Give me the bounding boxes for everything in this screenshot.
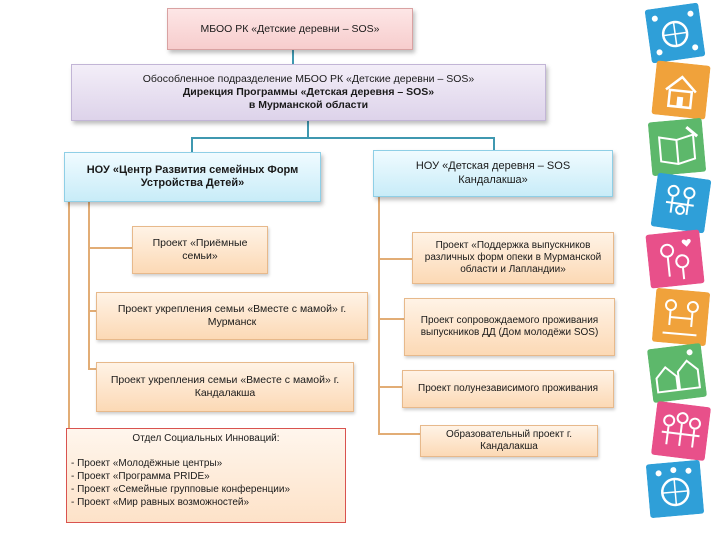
left-project-2-label: Проект укрепления семьи «Вместе с мамой»… (117, 303, 347, 328)
village-icon (647, 343, 707, 403)
connector-branch-down (307, 120, 309, 138)
house-icon (651, 60, 711, 120)
branch-line-2: Дирекция Программы «Детская деревня – SO… (182, 86, 435, 99)
connector-left-branch-3 (88, 368, 96, 370)
left-head-box: НОУ «Центр Развития семейных Форм Устрой… (64, 152, 321, 202)
connector-left-vertical-outer (68, 202, 70, 432)
left-project-1-label: Проект «Приёмные семьи» (152, 237, 248, 262)
social-innovations-department: Отдел Социальных Инноваций: Проект «Моло… (66, 428, 346, 523)
children-hearts-icon (645, 229, 705, 289)
right-head-label: НОУ «Детская деревня – SOS Кандалакша» (415, 160, 571, 186)
kids-play-icon (651, 287, 711, 347)
connector-top (292, 49, 294, 64)
book-pen-icon (647, 117, 707, 177)
connector-left-branch-2 (88, 310, 96, 312)
connector-right-branch-2 (378, 318, 404, 320)
left-head-label: НОУ «Центр Развития семейных Форм Устрой… (86, 163, 299, 189)
branch-line-3: в Мурманской области (248, 98, 369, 111)
top-box: МБОО РК «Детские деревни – SOS» (167, 8, 413, 50)
connector-left-drop (191, 137, 193, 153)
department-item: Проект «Молодёжные центры» (71, 457, 341, 470)
connector-right-branch-1 (378, 258, 412, 260)
department-item: Проект «Программа PRIDE» (71, 470, 341, 483)
connector-right-vertical (378, 197, 380, 435)
left-project-2: Проект укрепления семьи «Вместе с мамой»… (96, 292, 368, 340)
left-project-1: Проект «Приёмные семьи» (132, 226, 268, 274)
right-project-2-label: Проект сопровождаемого проживания выпуск… (420, 314, 599, 338)
connector-right-drop (493, 137, 495, 151)
right-project-4-label: Образовательный проект г. Кандалакша (445, 428, 573, 452)
right-project-2: Проект сопровождаемого проживания выпуск… (404, 298, 615, 356)
right-project-3: Проект полунезависимого проживания (402, 370, 614, 408)
right-project-1: Проект «Поддержка выпускников различных … (412, 232, 614, 284)
family-icon (650, 172, 712, 234)
department-list: Проект «Молодёжные центры» Проект «Прогр… (71, 457, 341, 509)
connector-horizontal (191, 137, 495, 139)
left-project-3: Проект укрепления семьи «Вместе с мамой»… (96, 362, 354, 412)
connector-left-vertical-inner (88, 202, 90, 370)
left-project-3-label: Проект укрепления семьи «Вместе с мамой»… (110, 374, 340, 399)
department-title: Отдел Социальных Инноваций: (132, 433, 280, 444)
connector-right-branch-3 (378, 386, 402, 388)
decorative-strip (640, 0, 720, 540)
department-item: Проект «Мир равных возможностей» (71, 496, 341, 509)
branch-box: Обособленное подразделение МБОО РК «Детс… (71, 64, 546, 121)
department-item: Проект «Семейные групповые конференции» (71, 483, 341, 496)
people-group-icon (651, 401, 711, 461)
right-project-4: Образовательный проект г. Кандалакша (420, 425, 598, 457)
right-project-1-label: Проект «Поддержка выпускников различных … (424, 239, 602, 276)
connector-right-branch-4 (378, 433, 420, 435)
branch-line-1: Обособленное подразделение МБОО РК «Детс… (142, 73, 475, 86)
right-head-box: НОУ «Детская деревня – SOS Кандалакша» (373, 150, 613, 197)
right-project-3-label: Проект полунезависимого проживания (418, 382, 598, 394)
globe-kids-icon (645, 459, 705, 519)
connector-left-branch-1 (88, 247, 132, 249)
globe-people-icon (644, 2, 706, 64)
top-box-label: МБОО РК «Детские деревни – SOS» (200, 22, 380, 35)
